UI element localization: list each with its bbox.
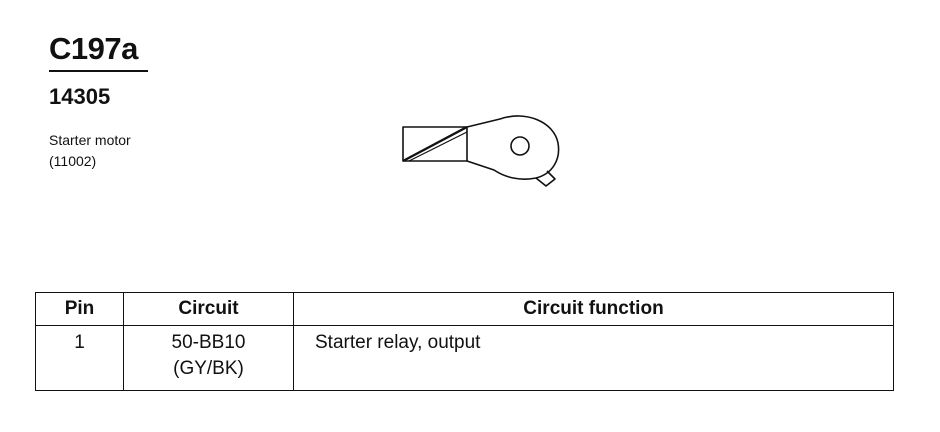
connector-id: C197a — [49, 31, 138, 66]
component-name: Starter motor — [49, 132, 131, 148]
circuit-number: 50-BB10 — [171, 332, 246, 353]
ring-terminal-connector-icon — [402, 115, 560, 187]
table-row: 1 50-BB10 (GY/BK) Starter relay, output — [35, 325, 894, 391]
pin-cell: 1 — [35, 325, 124, 391]
pin-table: Pin Circuit Circuit function 1 50-BB10 (… — [35, 292, 894, 391]
title-underline — [49, 70, 148, 72]
column-header-circuit: Circuit — [123, 292, 294, 326]
circuit-function-cell: Starter relay, output — [293, 325, 894, 391]
circuit-cell: 50-BB10 (GY/BK) — [123, 325, 294, 391]
table-header-row: Pin Circuit Circuit function — [35, 292, 894, 326]
column-header-pin: Pin — [35, 292, 124, 326]
part-number: 14305 — [49, 84, 111, 109]
component-code: (11002) — [49, 153, 97, 169]
circuit-wire-color: (GY/BK) — [173, 358, 244, 379]
column-header-circuit-function: Circuit function — [293, 292, 894, 326]
